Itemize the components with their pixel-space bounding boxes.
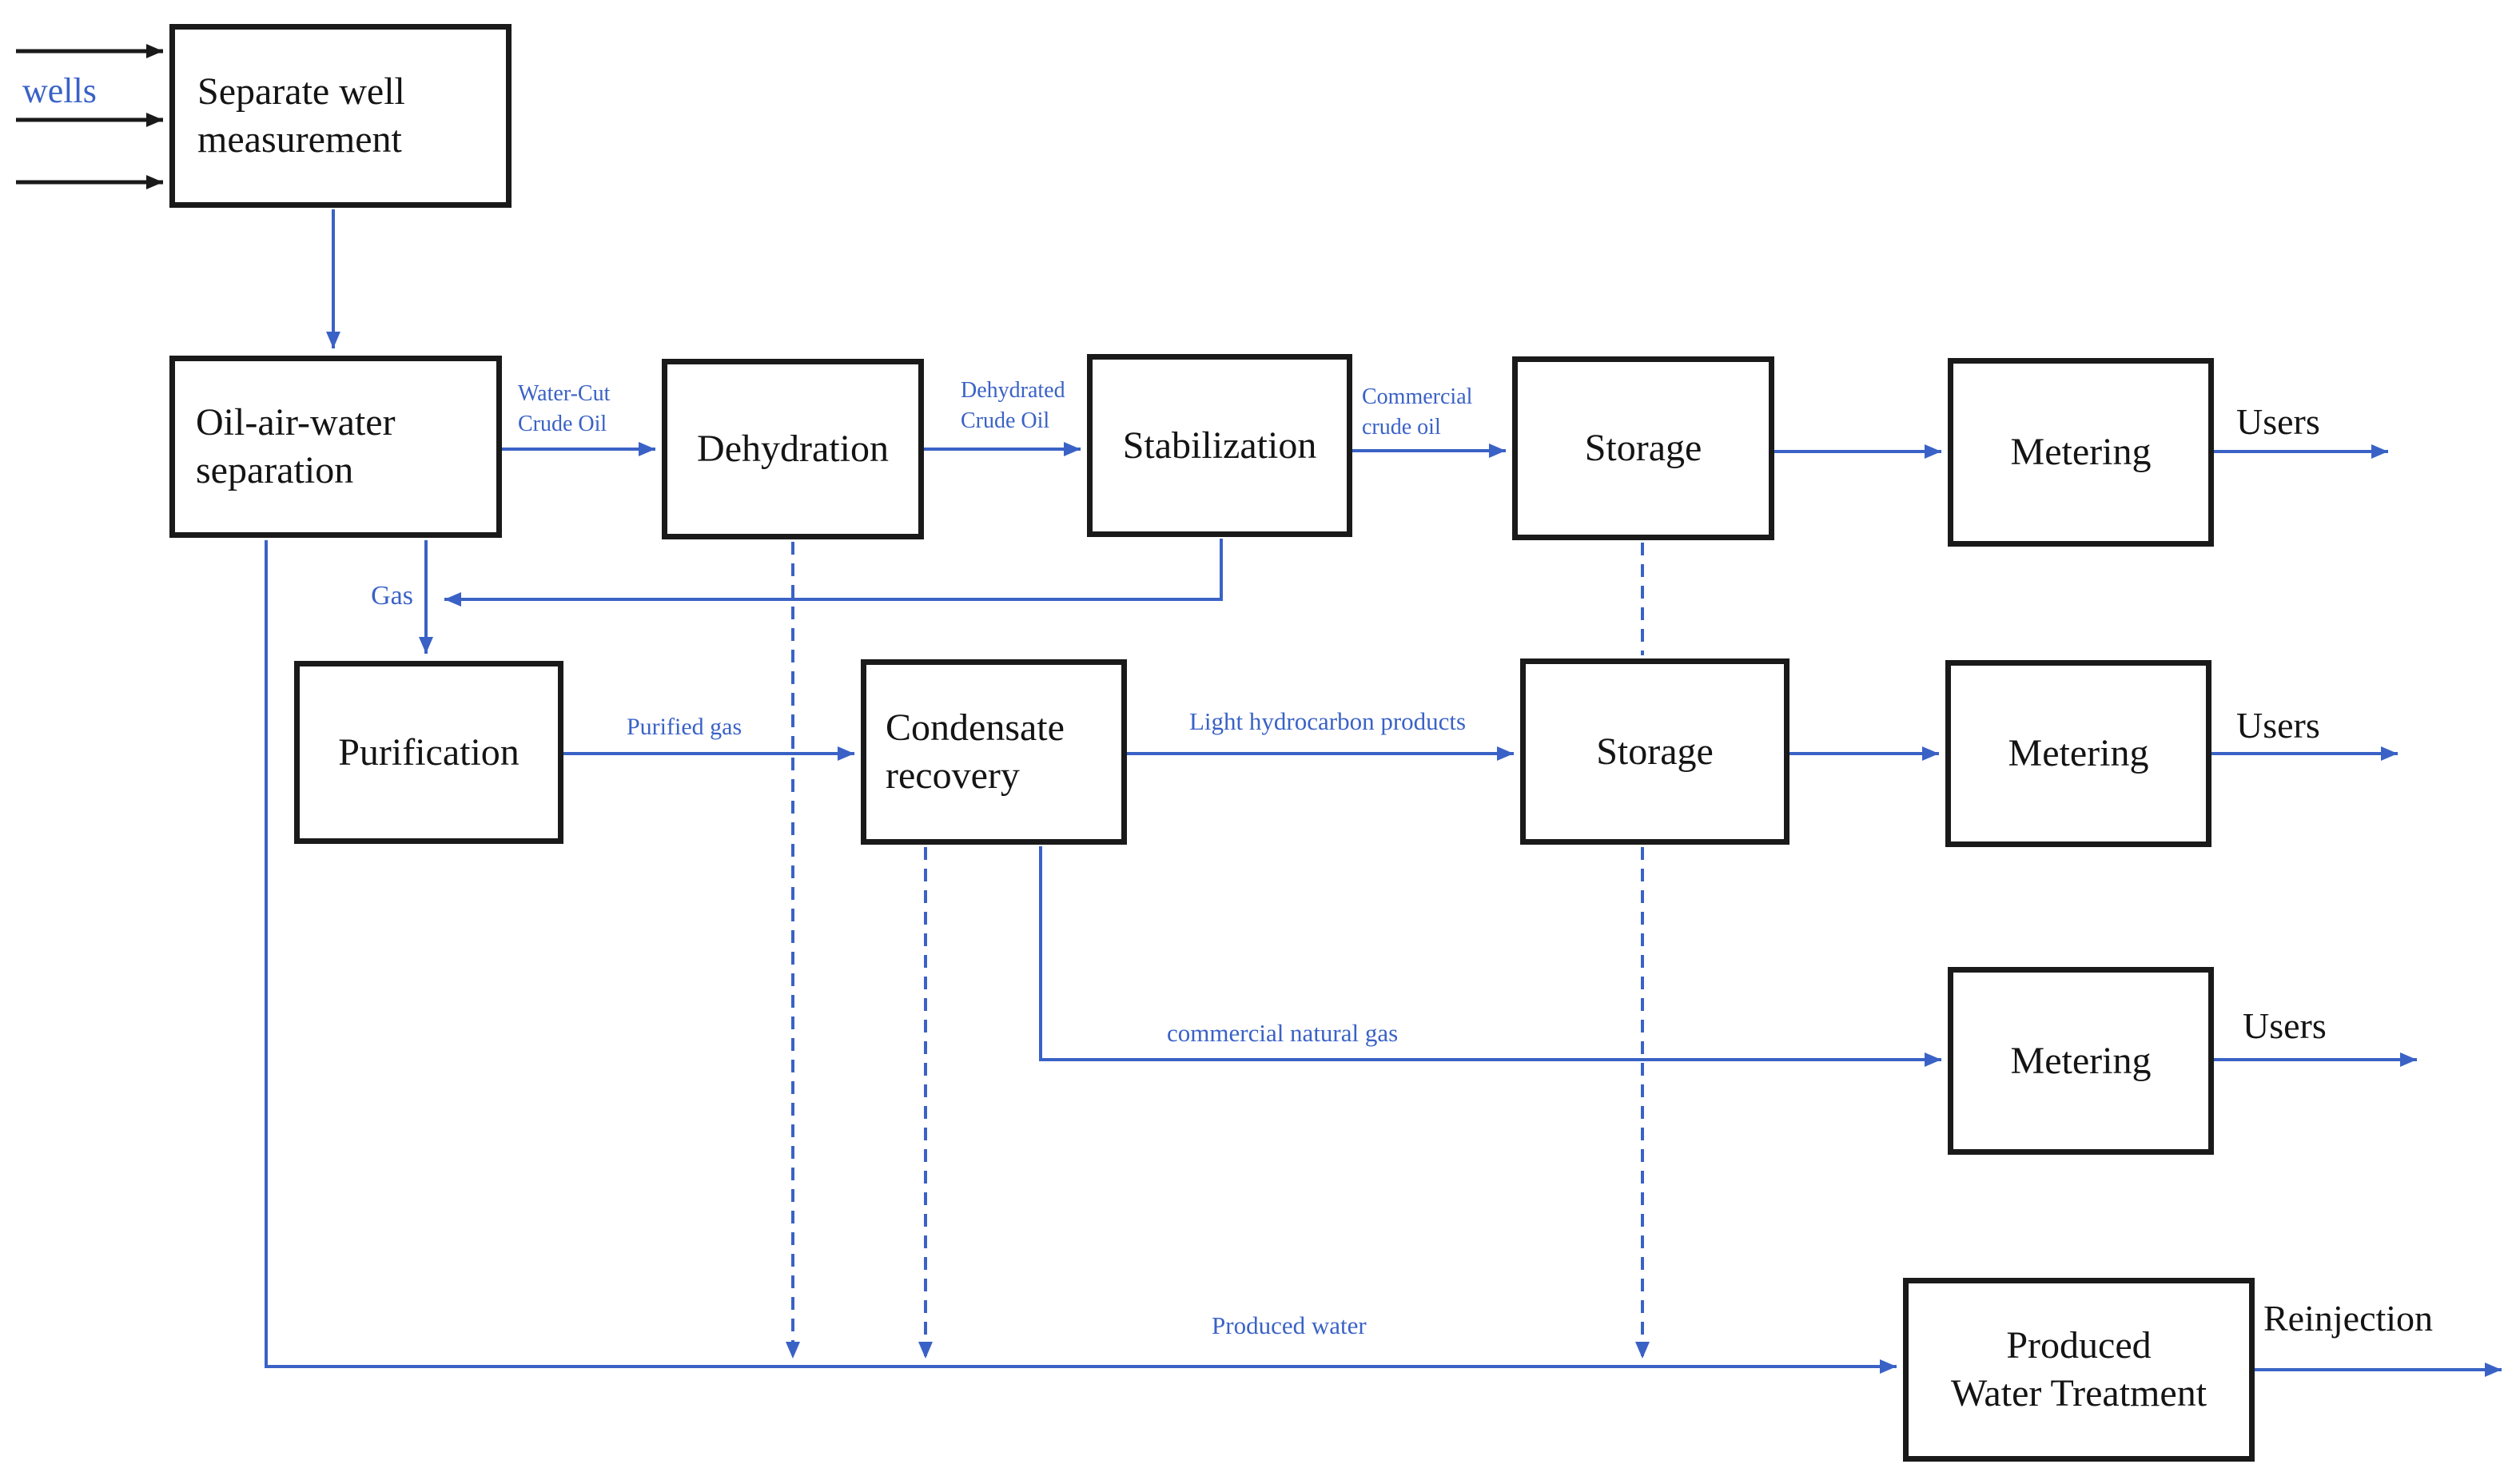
node-label: Metering [2010, 431, 2152, 473]
node-label: Dehydration [697, 428, 889, 470]
label-line: Dehydrated [961, 378, 1065, 403]
node-label: recovery [886, 754, 1020, 797]
label-commercial-crude-oil: Commercial crude oil [1362, 382, 1472, 443]
node-purification: Purification [294, 661, 563, 844]
node-label: Separate well [197, 70, 405, 113]
label-water-cut-crude-oil: Water-Cut Crude Oil [518, 379, 610, 440]
node-label: Produced [2006, 1324, 2152, 1367]
node-dehydration: Dehydration [662, 359, 924, 539]
label-line: Water-Cut [518, 381, 611, 406]
label-gas: Gas [371, 581, 413, 611]
node-label: Condensate [886, 706, 1065, 749]
label-reinjection: Reinjection [2263, 1298, 2434, 1339]
node-stabilization: Stabilization [1087, 354, 1352, 537]
node-storage-light-hc: Storage [1520, 658, 1789, 845]
label-dehydrated-crude-oil: Dehydrated Crude Oil [961, 376, 1065, 436]
node-label: Metering [2010, 1039, 2152, 1082]
node-label: Storage [1584, 427, 1702, 469]
node-metering-gas: Metering [1948, 967, 2214, 1155]
label-line: Crude Oil [961, 408, 1050, 433]
node-label: Oil-air-water [196, 401, 396, 444]
node-separate-well-measurement: Separate well measurement [169, 24, 512, 208]
node-condensate-recovery: Condensate recovery [861, 659, 1127, 845]
label-commercial-natural-gas: commercial natural gas [1167, 1019, 1399, 1047]
node-metering-light-hc: Metering [1945, 660, 2211, 847]
node-label: Water Treatment [1950, 1372, 2207, 1414]
node-label: Stabilization [1122, 424, 1317, 467]
node-oil-air-water-separation: Oil-air-water separation [169, 356, 502, 538]
node-label: Purification [338, 730, 520, 774]
label-line: Commercial [1362, 384, 1473, 409]
label-line: crude oil [1362, 415, 1441, 440]
label-users-crude: Users [2236, 401, 2320, 442]
node-label: separation [196, 449, 354, 491]
edge-produced-water [265, 540, 1897, 1374]
label-purified-gas: Purified gas [627, 714, 742, 740]
label-users-light-hc: Users [2236, 705, 2320, 746]
label-users-gas: Users [2243, 1005, 2327, 1046]
node-metering-crude: Metering [1948, 358, 2214, 547]
label-wells: wells [22, 71, 97, 110]
node-label: Metering [2008, 732, 2149, 774]
edge-stabilization-gas-return [444, 539, 1223, 607]
node-storage-crude: Storage [1512, 356, 1774, 540]
edge-commercial-natural-gas [1039, 846, 1941, 1067]
node-produced-water-treatment: Produced Water Treatment [1903, 1278, 2255, 1462]
node-label: measurement [197, 118, 402, 161]
node-label: Storage [1596, 730, 1714, 773]
label-light-hydrocarbon-products: Light hydrocarbon products [1189, 707, 1467, 735]
label-produced-water: Produced water [1212, 1311, 1367, 1339]
label-line: Crude Oil [518, 412, 607, 436]
